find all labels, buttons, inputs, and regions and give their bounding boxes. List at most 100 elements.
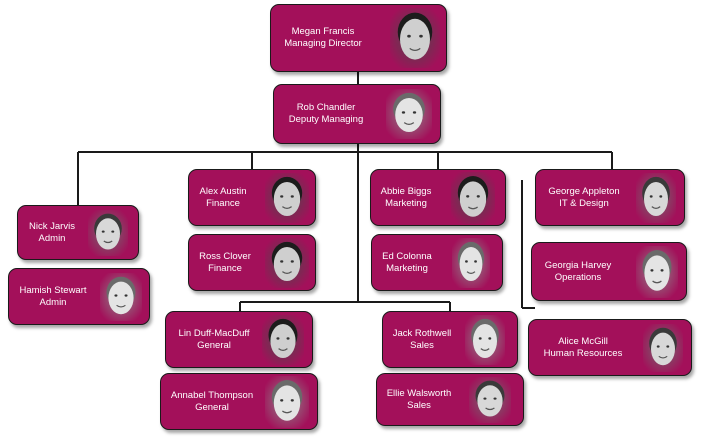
person-role: Managing Director — [284, 38, 362, 49]
portrait — [262, 314, 304, 365]
person-photo — [465, 314, 505, 365]
portrait-face — [108, 281, 134, 314]
person-name: Jack Rothwell — [392, 327, 452, 339]
portrait — [265, 237, 309, 288]
person-photo — [262, 314, 304, 365]
person-photo — [469, 376, 511, 423]
org-card-hamish[interactable]: Hamish Stewart Admin — [8, 268, 150, 325]
org-card-georgia[interactable]: Georgia Harvey Operations — [531, 242, 687, 301]
portrait — [390, 8, 440, 68]
portrait-face — [651, 332, 675, 365]
portrait-eye — [290, 398, 294, 402]
person-name: Nick Jarvis — [29, 220, 75, 232]
person-name: Georgia Harvey — [544, 259, 612, 271]
portrait — [469, 376, 511, 423]
portrait — [88, 209, 128, 256]
person-name: Ross Clover — [199, 250, 251, 262]
portrait — [265, 375, 309, 428]
portrait-eye — [290, 194, 294, 198]
portrait-face — [273, 246, 301, 281]
portrait — [451, 171, 495, 224]
org-card-george[interactable]: George Appleton IT & Design — [535, 169, 685, 226]
portrait-eye — [474, 259, 477, 263]
person-name: Annabel Thompson — [170, 389, 254, 401]
portrait — [386, 89, 432, 139]
person-name: Megan Francis — [291, 26, 355, 37]
person-photo — [636, 172, 676, 223]
person-role: Admin — [38, 232, 66, 244]
person-photo — [265, 375, 309, 428]
person-role: Sales — [407, 399, 431, 411]
org-card-nick[interactable]: Nick Jarvis Admin — [17, 205, 139, 260]
org-card-ross[interactable]: Ross Clover Finance — [188, 234, 316, 291]
org-card-ellie[interactable]: Ellie Walsworth Sales — [376, 373, 524, 426]
portrait-eye — [290, 259, 294, 263]
person-name: George Appleton — [548, 185, 620, 197]
portrait-eye — [476, 194, 480, 198]
portrait-face — [644, 181, 668, 216]
portrait-face — [273, 181, 301, 216]
person-role: IT & Design — [559, 197, 609, 209]
portrait-mouth — [403, 122, 415, 125]
portrait-mouth — [468, 206, 478, 209]
portrait-face — [96, 217, 120, 250]
person-photo — [386, 89, 432, 139]
person-role: Sales — [410, 339, 434, 351]
org-card-ed[interactable]: Ed Colonna Marketing — [371, 234, 503, 291]
person-role: General — [195, 401, 229, 413]
portrait-mouth — [651, 205, 661, 209]
portrait-eye — [465, 259, 468, 263]
portrait-eye — [478, 336, 482, 340]
portrait — [636, 172, 676, 223]
person-photo — [643, 323, 683, 372]
org-card-jack[interactable]: Jack Rothwell Sales — [382, 311, 518, 368]
portrait-eye — [114, 293, 118, 297]
portrait-face — [473, 323, 497, 358]
person-photo — [265, 172, 309, 223]
person-role: Operations — [554, 271, 602, 283]
portrait-eye — [280, 259, 284, 263]
portrait-mouth — [278, 347, 288, 351]
portrait-face — [400, 18, 430, 60]
portrait-eye — [666, 344, 670, 348]
person-photo — [451, 171, 495, 224]
person-name: Lin Duff-MacDuff — [178, 327, 250, 339]
person-role: Finance — [206, 197, 240, 209]
org-card-abbie[interactable]: Abbie Biggs Marketing — [370, 169, 506, 226]
portrait-eye — [124, 293, 128, 297]
person-name: Alice McGill — [558, 335, 608, 347]
portrait-mouth — [466, 270, 476, 274]
person-photo — [452, 237, 490, 288]
portrait-eye — [286, 336, 290, 340]
person-role: Admin — [39, 296, 67, 308]
portrait-eye — [466, 194, 470, 198]
portrait-mouth — [103, 239, 113, 243]
portrait-eye — [419, 34, 423, 38]
portrait — [100, 272, 142, 321]
org-card-annabel[interactable]: Annabel Thompson General — [160, 373, 318, 430]
portrait-eye — [280, 194, 284, 198]
person-photo — [88, 209, 128, 256]
person-role: Human Resources — [543, 347, 623, 359]
portrait-eye — [407, 34, 411, 38]
portrait-eye — [280, 398, 284, 402]
portrait-mouth — [116, 304, 126, 308]
org-card-alice[interactable]: Alice McGill Human Resources — [528, 319, 692, 376]
person-name: Rob Chandler — [296, 102, 356, 113]
portrait-face — [270, 323, 296, 358]
person-name: Alex Austin — [199, 185, 247, 197]
portrait-mouth — [282, 410, 292, 413]
person-photo — [100, 272, 142, 321]
portrait-eye — [659, 194, 663, 198]
person-role: Deputy Managing — [288, 114, 364, 125]
org-card-lin[interactable]: Lin Duff-MacDuff General — [165, 311, 313, 368]
portrait-face — [459, 246, 483, 281]
org-card-megan[interactable]: Megan Francis Managing Director — [270, 4, 447, 72]
portrait-eye — [660, 268, 664, 272]
person-role: Marketing — [385, 197, 427, 209]
portrait-eye — [493, 396, 497, 400]
org-card-alex[interactable]: Alex Austin Finance — [188, 169, 316, 226]
org-card-rob[interactable]: Rob Chandler Deputy Managing — [273, 84, 441, 144]
person-name: Ed Colonna — [382, 250, 432, 262]
